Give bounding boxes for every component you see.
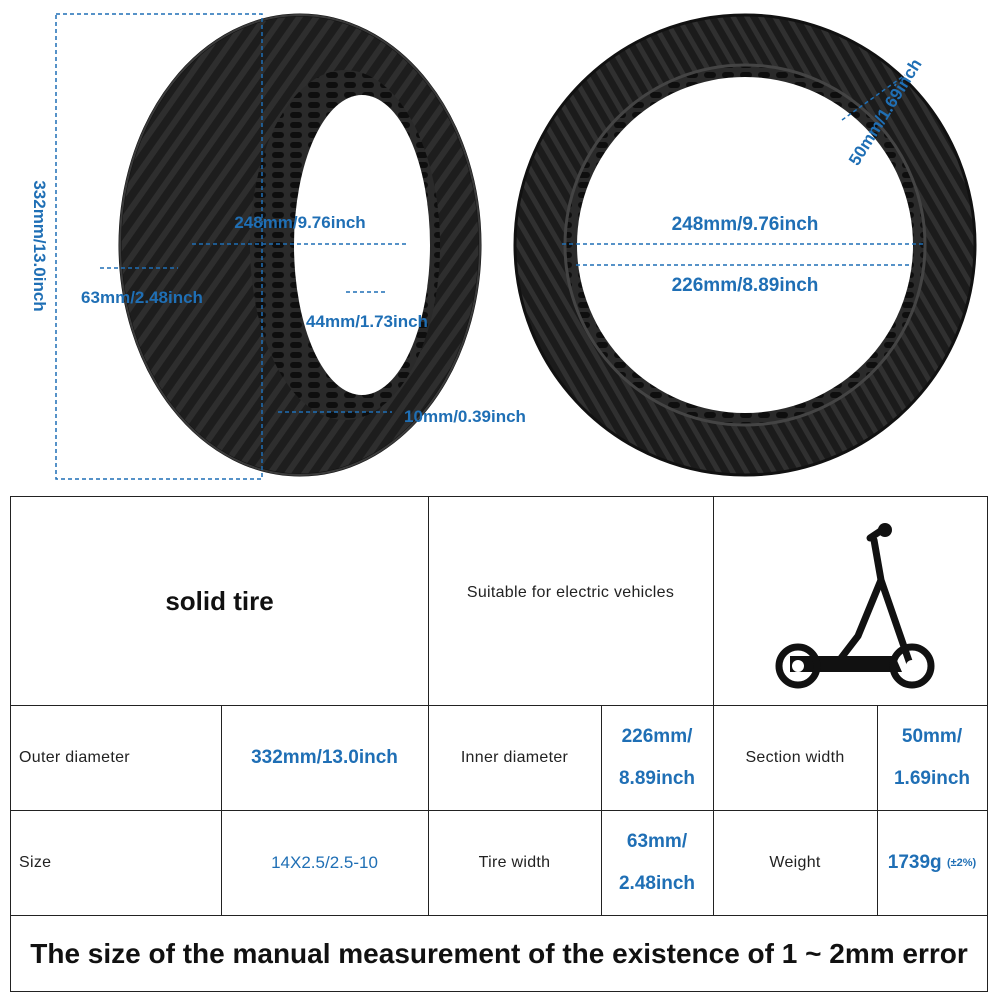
tire-width-inch: 2.48inch [618,873,696,894]
size-label: Size [19,854,52,871]
left-hole-label: 44mm/1.73inch [306,312,428,331]
outer-diameter-label: Outer diameter [19,749,130,766]
tire-width-value: 63mm/ 2.48inch [601,811,713,915]
right-inner-top-label: 248mm/9.76inch [672,214,819,235]
left-inner-label: 248mm/9.76inch [234,213,365,232]
left-bead-label: 10mm/0.39inch [404,407,526,426]
tire-width-label: Tire width [478,854,551,871]
inner-diameter-mm: 226mm/ [621,726,693,747]
spec-table: solid tire Suitable for electric vehicle… [10,496,988,992]
col-divider [713,497,714,915]
section-width-inch: 1.69inch [893,768,971,789]
inner-diameter-inch: 8.89inch [618,768,696,789]
weight-value: 1739g (±2%) [877,811,987,915]
weight-tolerance: (±2%) [946,857,977,869]
left-tire-image [118,13,482,477]
section-width-mm: 50mm/ [901,726,963,747]
inner-diameter-label: Inner diameter [460,749,569,766]
left-dimension-lines [55,13,408,480]
left-width-label: 63mm/2.48inch [81,288,203,307]
right-inner-bottom-label: 226mm/8.89inch [672,275,819,296]
col-divider [428,497,429,915]
col-divider [601,705,602,915]
scooter-cell [713,497,987,705]
weight-label: Weight [769,854,821,871]
section-width-label: Section width [745,749,845,766]
right-dimension-lines [562,74,925,266]
col-divider [221,705,222,915]
size-value: 14X2.5/2.5-10 [271,853,378,872]
outer-height-label: 332mm/13.0inch [30,180,49,311]
outer-diameter-value: 332mm/13.0inch [251,747,398,768]
tire-illustration: 332mm/13.0inch 248mm/9.76inch 63mm/2.48i… [30,13,977,480]
measurement-note: The size of the manual measurement of th… [30,937,968,969]
col-divider [877,705,878,915]
row-divider [11,810,987,811]
electric-scooter-icon [775,523,935,689]
inner-diameter-value: 226mm/ 8.89inch [601,706,713,810]
right-tire-image [513,13,977,477]
tire-width-mm: 63mm/ [626,831,688,852]
row-divider [11,705,987,706]
section-width-value: 50mm/ 1.69inch [877,706,987,810]
weight-grams: 1739g [887,852,942,873]
row-divider [11,915,987,916]
product-name: solid tire [165,585,274,616]
suitable-text: Suitable for electric vehicles [466,584,675,601]
